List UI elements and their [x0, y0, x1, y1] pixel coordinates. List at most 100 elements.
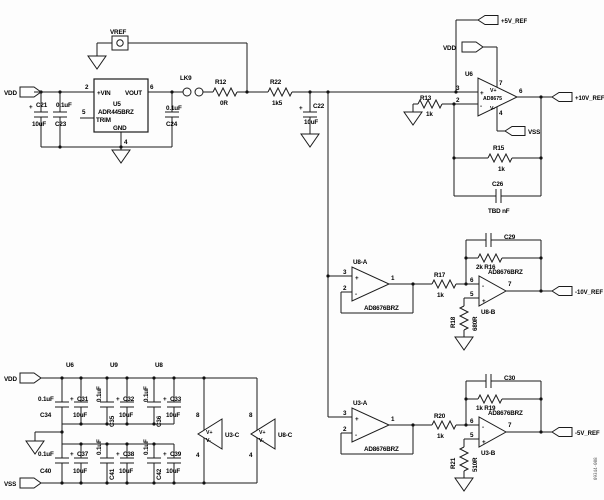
c37-value: 10uF: [73, 468, 87, 475]
u8b-part-number: AD8676BRZ: [488, 269, 523, 276]
cap-c42: [146, 457, 162, 464]
u6-pin3-number: 3: [456, 85, 460, 92]
u6-noninv-mark: +: [480, 90, 484, 97]
cap-c29: [485, 232, 492, 248]
c23-value: 0.1uF: [56, 102, 72, 109]
u6-pin4-number: 4: [499, 110, 503, 117]
wires: [34, 19, 478, 150]
c40-value: 0.1uF: [38, 451, 54, 458]
u6-vminus-mark: V-: [490, 106, 495, 112]
u3b-pin7-number: 7: [508, 422, 512, 429]
c32-name: C32: [123, 396, 135, 403]
ground-icon: [87, 55, 107, 70]
u8b-opamp-body: [478, 275, 508, 307]
c42-name: C42: [156, 468, 163, 480]
plus5v-ref-label: +5V_REF: [501, 19, 528, 25]
u5-part-number: ADR445BRZ: [98, 109, 134, 116]
cap-c22: [302, 111, 318, 118]
buffer-10v-section: +5V_REF VDD U6 3 2 7 4 6 + - V+ AD8675 V…: [403, 15, 604, 215]
c32-polarity: +: [116, 396, 120, 403]
plus10v-ref-tag: [551, 92, 573, 102]
u8b-noninv-mark: +: [482, 298, 486, 305]
u8b-refdes: U8-B: [481, 309, 496, 316]
r21-name: R21: [450, 457, 457, 469]
lk9-label: LK9: [180, 75, 192, 82]
u8c-pin4-number: 4: [249, 452, 253, 459]
cap-c37: [73, 457, 89, 464]
r13-value: 1k: [426, 111, 433, 118]
r17-value: 1k: [437, 292, 444, 299]
u8c-refdes: U8-C: [278, 432, 293, 439]
c37-polarity: +: [70, 451, 74, 458]
cap-c24: [164, 111, 180, 118]
r19-label: 1k R19: [476, 405, 496, 412]
u3c-pin8-number: 8: [196, 412, 200, 419]
cap-c30: [485, 373, 492, 389]
c35-value: 0.1uF: [96, 386, 103, 402]
c38-value: 10uF: [119, 468, 133, 475]
r22-name: R22: [270, 79, 282, 86]
resistor-r15: [487, 153, 513, 163]
c23-name: C23: [55, 121, 67, 128]
r13-name: R13: [420, 95, 432, 102]
c36-value: 0.1uF: [143, 386, 150, 402]
vdd-power-tag: [19, 372, 42, 384]
r12-name: R12: [215, 79, 227, 86]
resistor-r22: [267, 87, 293, 97]
u3c-vminus-mark: V-: [206, 438, 211, 444]
ground-icon: [403, 111, 423, 126]
u3c-vplus-mark: V+: [206, 430, 213, 436]
c38-polarity: +: [116, 451, 120, 458]
ground-icon: [300, 133, 320, 148]
u8a-pin2-number: 2: [343, 285, 347, 292]
r20-value: 1k: [437, 433, 444, 440]
u3b-part-number: AD8676BRZ: [488, 410, 523, 417]
u3c-refdes: U3-C: [225, 432, 240, 439]
vss-tag-label: VSS: [4, 481, 16, 488]
c21-name: C21: [36, 102, 48, 109]
testpoint-icon: [116, 39, 124, 47]
u3b-noninv-mark: +: [482, 439, 486, 446]
ground-icon: [111, 149, 131, 164]
u8a-opamp-body: [351, 266, 391, 302]
u3a-inv-mark: -: [355, 432, 357, 439]
u8a-part-number: AD8676BRZ: [364, 305, 399, 312]
r21-value: 510R: [472, 457, 479, 472]
wires: [412, 46, 552, 197]
u8b-pin5-number: 5: [470, 291, 474, 298]
vref-label: VREF: [110, 29, 126, 36]
u3c-pin4-number: 4: [196, 452, 200, 459]
r12-value: 0R: [220, 100, 228, 107]
c22-value: 10uF: [304, 119, 318, 126]
resistor-r12: [212, 87, 238, 97]
u8b-pin7-number: 7: [508, 281, 512, 288]
plus5v-ref-tag: [477, 15, 499, 25]
u3a-part-number: AD8676BRZ: [364, 446, 399, 453]
c36-name: C36: [156, 415, 163, 427]
u6-vplus-mark: V+: [490, 88, 497, 94]
u8c-vplus-mark: V+: [259, 430, 266, 436]
c24-name: C24: [166, 121, 178, 128]
group-label-u8: U8: [155, 362, 163, 369]
r17-name: R17: [434, 272, 446, 279]
minus10v-ref-tag: [551, 286, 573, 296]
resistor-r20: [431, 420, 457, 430]
u5-pin6-number: 6: [150, 84, 154, 91]
inverter-5v-section: U3-A 3 2 + - 1 AD8676BRZ R20 1k C30 1k R…: [328, 373, 600, 492]
u3a-pin2-number: 2: [343, 426, 347, 433]
resistor-r18: [459, 305, 469, 331]
wires: [34, 377, 258, 484]
u3a-refdes: U3-A: [353, 400, 368, 407]
group-label-u6: U6: [66, 362, 74, 369]
c41-value: 0.1uF: [96, 439, 103, 455]
c34-name: C34: [40, 412, 52, 419]
u6-inv-mark: -: [480, 103, 482, 110]
c39-polarity: +: [163, 451, 167, 458]
r18-name: R18: [450, 316, 457, 328]
r20-name: R20: [434, 413, 446, 420]
r15-value: 1k: [498, 166, 505, 173]
u3a-opamp-body: [351, 407, 391, 443]
minus5v-ref-label: -5V_REF: [575, 431, 600, 437]
cap-c40: [54, 457, 70, 464]
